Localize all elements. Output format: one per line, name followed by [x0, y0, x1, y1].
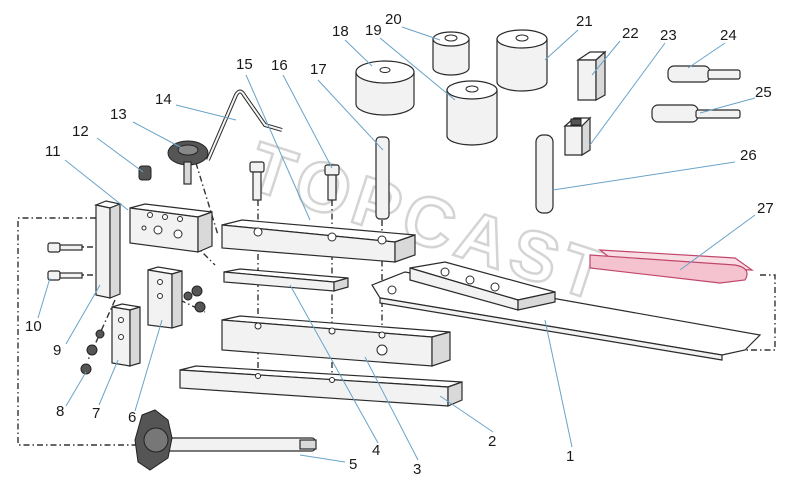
lever-block	[409, 261, 556, 311]
part-4-thin-plate	[223, 268, 349, 292]
callout-16: 16	[271, 57, 288, 74]
callout-6: 6	[128, 409, 136, 426]
part-27-pink-bar	[589, 249, 755, 284]
callout-labels: 1 2 3 4 5 6 7 8 9 10 11 12 13 14 15 16 1…	[25, 11, 774, 478]
callout-23: 23	[660, 27, 677, 44]
callout-14: 14	[155, 91, 172, 108]
callout-7: 7	[92, 405, 100, 422]
upper-block	[221, 219, 416, 263]
callout-22: 22	[622, 25, 639, 42]
part-5-handle-shaft	[134, 409, 317, 471]
part-16-bolt	[324, 164, 340, 201]
part-25-pin	[651, 104, 741, 123]
part-21-cylinder	[496, 29, 548, 92]
part-15-bolt	[249, 161, 265, 201]
part-6-block	[147, 266, 183, 329]
callout-10: 10	[25, 318, 42, 335]
callout-9: 9	[53, 342, 61, 359]
callout-18: 18	[332, 23, 349, 40]
callout-11: 11	[45, 143, 61, 160]
callout-15: 15	[236, 56, 253, 73]
callout-13: 13	[110, 106, 127, 123]
callout-19: 19	[365, 22, 382, 39]
callout-5: 5	[349, 456, 357, 473]
callout-4: 4	[372, 442, 380, 459]
callout-3: 3	[413, 461, 421, 478]
part-9-vertical-plate	[93, 200, 123, 299]
part-26-pin	[535, 134, 554, 214]
part-19-cylinder	[446, 80, 498, 146]
part-20-cylinder	[432, 31, 470, 76]
callout-27: 27	[757, 200, 774, 217]
part-12-nut	[138, 165, 152, 181]
callout-25: 25	[755, 84, 772, 101]
part-24-pin	[667, 65, 741, 83]
leader-lines	[37, 26, 756, 463]
callout-20: 20	[385, 11, 402, 28]
part-3-middle-block	[221, 315, 451, 367]
part-13-star-knob	[167, 140, 209, 185]
callout-2: 2	[488, 433, 496, 450]
nuts-right	[183, 285, 206, 313]
part-14-bent-pin	[206, 89, 283, 161]
callout-21: 21	[576, 13, 593, 30]
callout-24: 24	[720, 27, 737, 44]
callout-1: 1	[566, 448, 574, 465]
callout-12: 12	[72, 123, 89, 140]
callout-8: 8	[56, 403, 64, 420]
part-17-pin	[375, 136, 390, 220]
part-2-bottom-bar	[179, 365, 463, 407]
callout-17: 17	[310, 61, 327, 78]
part-10-screws	[47, 242, 83, 281]
callout-26: 26	[740, 147, 757, 164]
part-22-block	[576, 50, 607, 102]
part-8-nuts	[80, 329, 105, 375]
part-18-cylinder	[355, 60, 415, 116]
part-11-block	[129, 203, 213, 253]
part-23-block	[563, 116, 592, 157]
part-7-block	[111, 303, 141, 367]
